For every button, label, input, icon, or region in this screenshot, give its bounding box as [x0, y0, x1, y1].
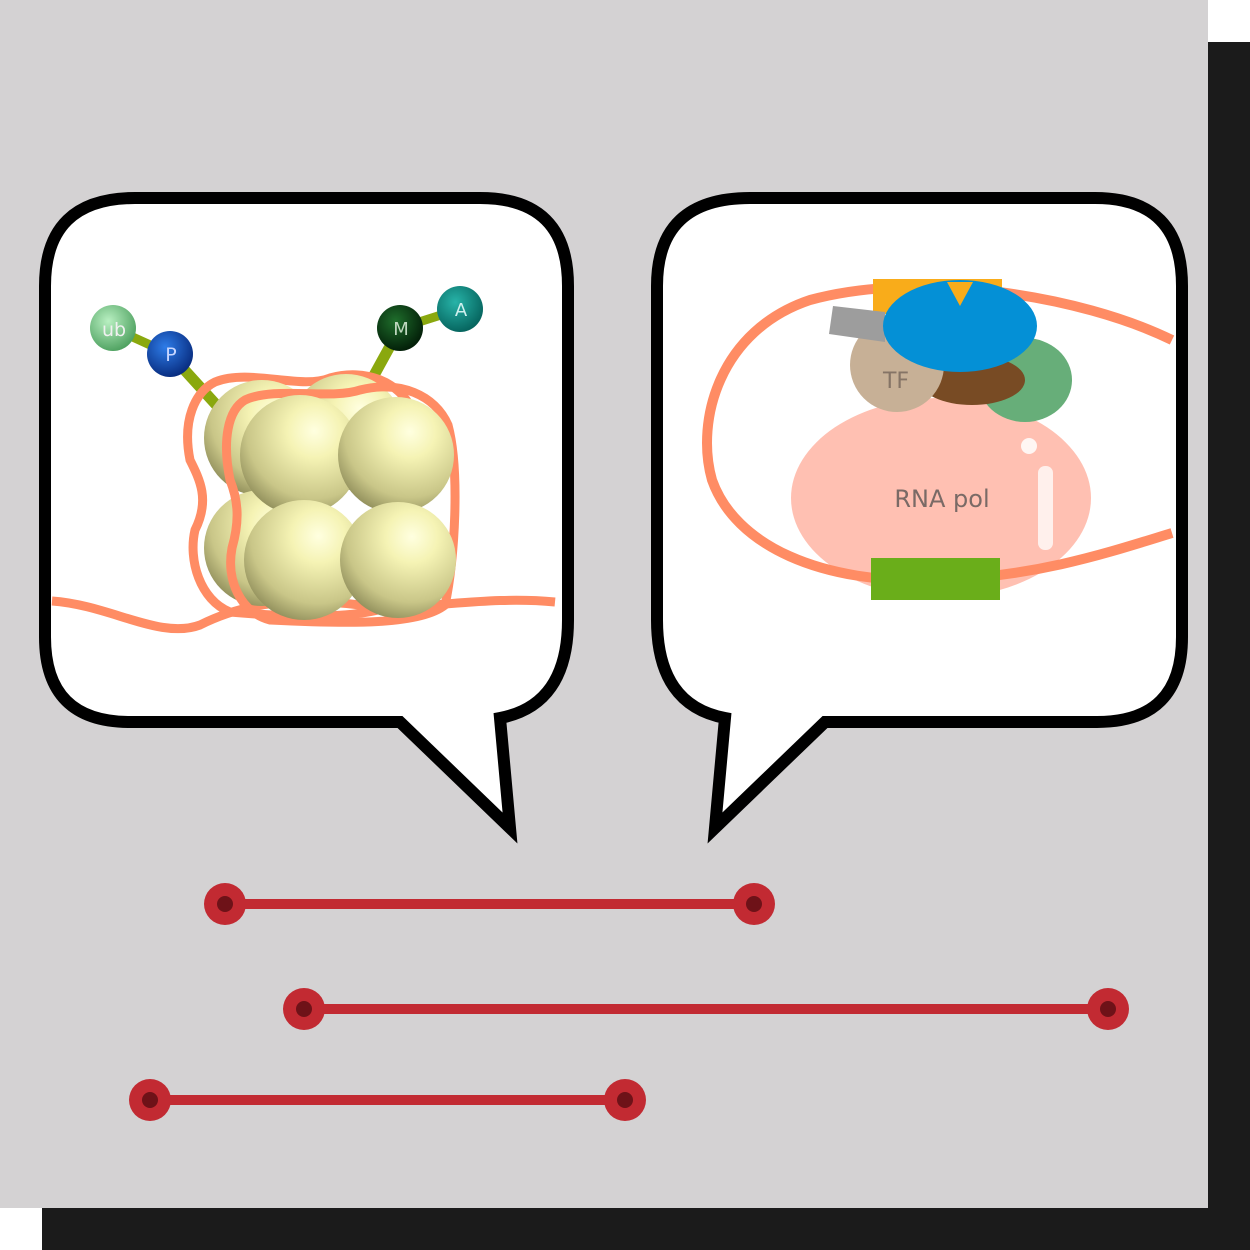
- blue-cofactor: [883, 280, 1037, 372]
- histone-bead-front-1: [240, 395, 360, 515]
- p-sphere: [147, 331, 193, 377]
- connector-3-start-core: [142, 1092, 158, 1108]
- transcription-speech-bubble: RNA pol TF: [651, 192, 1188, 844]
- connector-3: [129, 1079, 646, 1121]
- ub-sphere: [90, 305, 136, 351]
- p-modification: P: [147, 331, 193, 377]
- ub-modification: ub: [90, 305, 136, 351]
- rna-pol-highlight-bar: [1038, 466, 1053, 550]
- p-label: P: [165, 344, 176, 366]
- connector-1-start-core: [217, 896, 233, 912]
- m-label: M: [393, 319, 409, 340]
- ub-label: ub: [102, 319, 126, 341]
- connector-2-end-core: [1100, 1001, 1116, 1017]
- a-label: A: [455, 300, 468, 321]
- histone-bead-front-3: [244, 500, 364, 620]
- connector-2: [283, 988, 1129, 1030]
- m-sphere: [377, 305, 423, 351]
- tf-label: TF: [882, 369, 909, 394]
- a-modification: A: [437, 286, 483, 332]
- dna-wrap-front: [222, 382, 460, 627]
- connector-lines: [129, 883, 1129, 1121]
- histone-bead-front-4: [340, 502, 456, 618]
- m-modification: M: [377, 305, 423, 351]
- connector-1: [204, 883, 775, 925]
- promoter-box: [871, 558, 1000, 600]
- connector-2-start-core: [296, 1001, 312, 1017]
- grey-cofactor: [829, 306, 885, 342]
- rna-pol-highlight-dot: [1021, 438, 1037, 454]
- yellow-notch: [947, 282, 973, 306]
- rna-pol-body: [791, 398, 1091, 598]
- a-sphere: [437, 286, 483, 332]
- rna-pol-label: RNA pol: [894, 485, 989, 513]
- histone-bead-front-2: [338, 397, 454, 513]
- nucleosome-speech-bubble: ub P M A: [39, 192, 574, 844]
- connector-3-end-core: [617, 1092, 633, 1108]
- connector-1-end-core: [746, 896, 762, 912]
